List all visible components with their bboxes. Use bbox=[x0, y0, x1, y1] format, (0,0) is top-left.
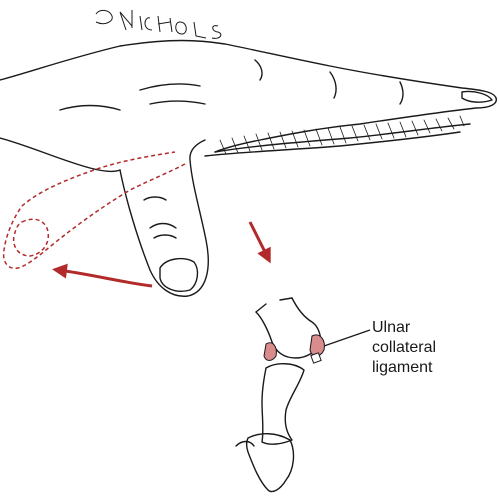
curved-arrow-left-icon bbox=[52, 263, 153, 288]
label-line-1: Ulnar bbox=[372, 319, 411, 336]
artist-signature bbox=[95, 9, 222, 39]
hand bbox=[0, 39, 497, 297]
label-line-3: ligament bbox=[372, 359, 433, 376]
label-line-2: collateral bbox=[372, 339, 437, 356]
thumb-bones bbox=[235, 297, 322, 493]
label-leader-line bbox=[323, 329, 371, 347]
ulnar-collateral-ligament bbox=[263, 334, 325, 364]
thumb-abducted-outline bbox=[2, 151, 186, 270]
arrow-down-icon bbox=[248, 221, 271, 264]
ulnar-collateral-ligament-label: Ulnar collateral ligament bbox=[372, 318, 436, 378]
